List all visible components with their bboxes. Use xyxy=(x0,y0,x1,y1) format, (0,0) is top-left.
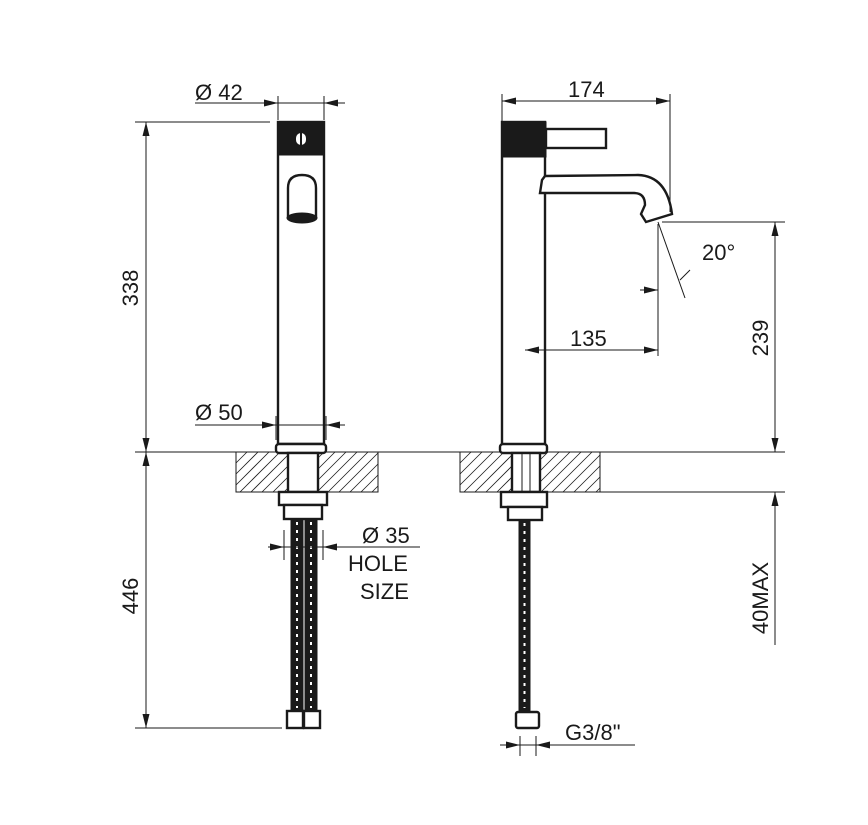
lever-handle xyxy=(544,127,608,150)
arrowhead xyxy=(142,122,150,136)
arrowhead xyxy=(142,452,150,466)
side-hose-fitting xyxy=(514,710,541,730)
arrowhead xyxy=(644,346,658,354)
side-handle-cap xyxy=(502,121,547,158)
dim-hole-diameter: Ø 35 xyxy=(362,523,410,548)
hatch-line xyxy=(540,451,582,493)
hatch-line xyxy=(327,451,369,493)
hatch-line xyxy=(338,452,379,493)
arrowhead xyxy=(506,741,520,749)
hatch-line xyxy=(250,451,292,493)
front-shank xyxy=(286,451,320,494)
arrowhead xyxy=(142,714,150,728)
dim-base-diameter: Ø 50 xyxy=(195,400,243,425)
dim-spout-height: 239 xyxy=(748,320,773,357)
front-lock-nut xyxy=(282,503,324,521)
dimension-lines xyxy=(135,94,785,756)
hatch-line xyxy=(459,451,483,475)
hose-fitting-right xyxy=(302,709,322,730)
side-body xyxy=(500,120,547,448)
dim-top-diameter: Ø 42 xyxy=(195,80,243,105)
arrowhead xyxy=(323,543,337,551)
dim-spout-angle: 20° xyxy=(702,240,735,265)
hatch-line xyxy=(463,451,505,493)
arrowhead xyxy=(264,99,278,107)
arrowhead xyxy=(502,97,516,105)
hatch-line xyxy=(562,454,601,493)
hatch-line xyxy=(235,451,248,464)
hole-label-line2: SIZE xyxy=(360,579,409,604)
hatch-line xyxy=(584,476,601,493)
arrowhead xyxy=(324,99,338,107)
dim-height-above-counter: 338 xyxy=(118,270,143,307)
arrowhead xyxy=(536,741,550,749)
hatch-line xyxy=(371,485,379,493)
arrowhead xyxy=(142,438,150,452)
dim-connection-thread: G3/8" xyxy=(565,720,621,745)
hatch-line xyxy=(239,451,281,493)
dim-length-below-counter: 446 xyxy=(118,578,143,615)
hatch-line xyxy=(474,451,516,493)
arrowhead xyxy=(656,97,670,105)
hose-fitting-left xyxy=(285,709,305,730)
spout xyxy=(538,173,674,224)
spout-aerator xyxy=(286,212,318,224)
hatch-line xyxy=(360,474,379,493)
hatch-line xyxy=(595,487,601,493)
arrowhead xyxy=(326,421,340,429)
hatch-line xyxy=(235,451,270,486)
hatch-line xyxy=(573,465,601,493)
front-body xyxy=(276,120,326,446)
front-base-collar xyxy=(274,442,328,455)
front-view xyxy=(274,120,329,730)
hatch-line xyxy=(551,451,593,493)
side-fixing-nut xyxy=(499,490,549,509)
hatch-line xyxy=(316,451,358,493)
hatch-line xyxy=(459,451,494,486)
dim-max-counter-thickness: 40MAX xyxy=(748,562,773,634)
side-base-collar xyxy=(498,442,549,455)
side-lock-nut xyxy=(506,505,544,522)
hatch-line xyxy=(459,451,472,464)
arrowhead xyxy=(270,543,284,551)
front-fixing-nut xyxy=(277,490,329,507)
front-handle-cap xyxy=(277,121,325,156)
arrowhead xyxy=(644,286,658,294)
hatch-line xyxy=(235,451,259,475)
side-view xyxy=(498,120,674,730)
arrowhead xyxy=(771,492,779,506)
arrowhead xyxy=(262,421,276,429)
dim-spout-reach: 135 xyxy=(570,326,607,351)
dim-overall-depth: 174 xyxy=(568,77,605,102)
hole-label-line1: HOLE xyxy=(348,551,408,576)
spout-outlet xyxy=(286,173,318,218)
arrowhead xyxy=(771,438,779,452)
arrowhead xyxy=(771,222,779,236)
hatch-line xyxy=(349,463,379,493)
arrowhead xyxy=(525,346,539,354)
dimension-arrows xyxy=(142,97,779,749)
side-shank xyxy=(510,451,542,494)
